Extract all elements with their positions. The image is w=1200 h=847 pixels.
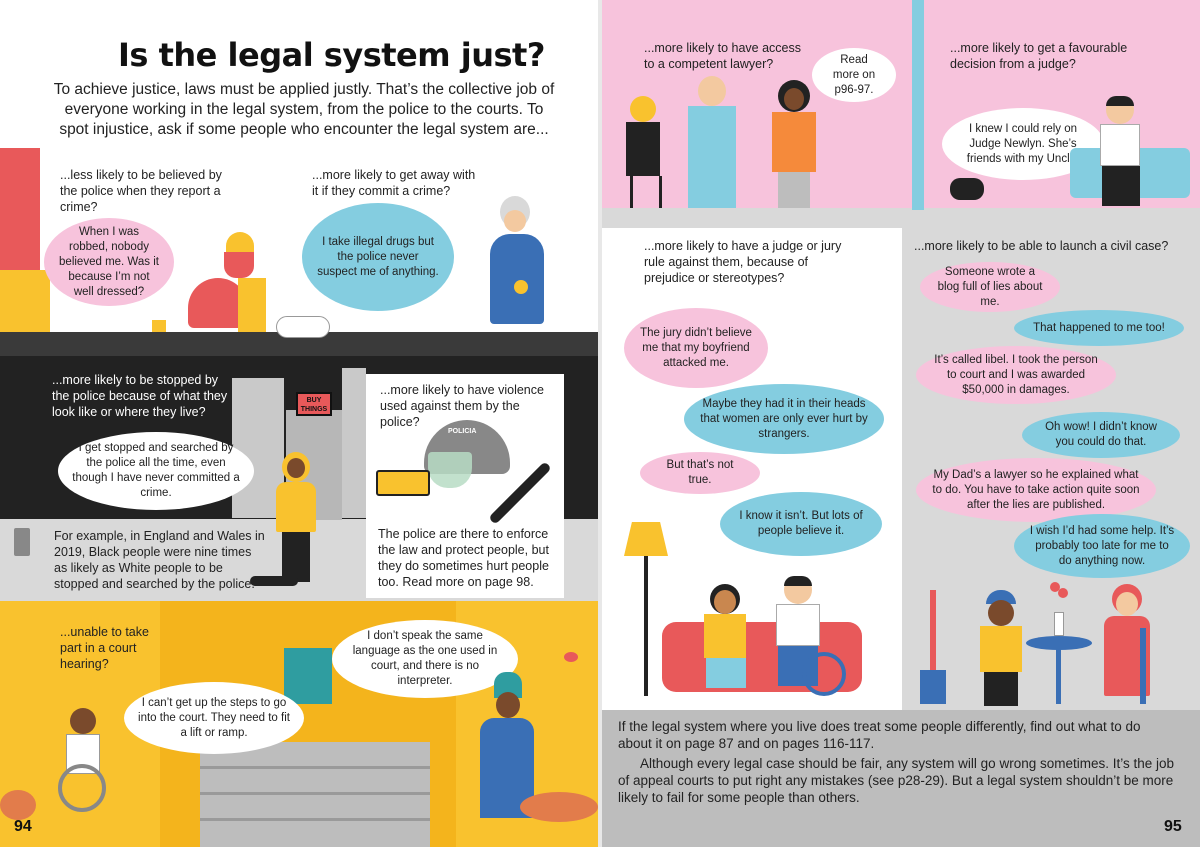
trash-can-icon (14, 528, 30, 556)
drainpipe (912, 0, 924, 210)
note-example: For example, in England and Wales in 201… (54, 529, 265, 591)
dog-figure (276, 316, 330, 338)
bird-icon (564, 652, 578, 662)
speech-bubble-robbed: When I was robbed, nobody believed me. W… (44, 218, 174, 306)
flower-vase-icon (1048, 582, 1070, 636)
steps (0, 270, 50, 334)
panel-divider (894, 228, 902, 710)
judge-figure (1096, 96, 1146, 206)
cafe-chair (1140, 628, 1146, 704)
old-lady-figure (486, 190, 548, 340)
taser-icon (376, 470, 430, 496)
speech-bubble-heads: Maybe they had it in their heads that wo… (684, 384, 884, 454)
man-with-cap-figure (974, 590, 1028, 706)
helmet-label: POLICIA (448, 428, 477, 435)
court-step-line-2 (200, 792, 430, 795)
caption-judge: ...more likely to get a favourable decis… (950, 41, 1128, 71)
speech-bubble-dad: My Dad’s a lawyer so he explained what t… (916, 458, 1156, 522)
page-number-95: 95 (1164, 818, 1182, 835)
caption-lawyer: ...more likely to have access to a compe… (644, 41, 802, 71)
page-95: ...more likely to have access to a compe… (602, 0, 1200, 847)
floor-lamp-icon (624, 522, 668, 702)
body-paragraph-2: Although every legal case should be fair… (618, 756, 1175, 805)
body-paragraph-1: If the legal system where you live does … (618, 719, 1141, 751)
speech-bubble-libel: It’s called libel. I took the person to … (916, 346, 1116, 404)
speech-bubble-not-true: But that’s not true. (640, 452, 760, 494)
bottom-text-panel (602, 710, 1200, 847)
speech-bubble-wow: Oh wow! I didn’t know you could do that. (1022, 412, 1180, 458)
caption-believed: ...less likely to be believed by the pol… (60, 168, 222, 214)
homeless-person-figure (188, 232, 268, 332)
caption-court: ...unable to take part in a court hearin… (60, 625, 149, 671)
potted-plant-icon (916, 590, 950, 708)
speech-bubble-wish: I wish I’d had some help. It’s probably … (1014, 514, 1190, 578)
caption-civil: ...more likely to be able to launch a ci… (914, 239, 1169, 253)
planter-left (0, 790, 36, 820)
cafe-table-leg (1056, 648, 1061, 704)
book-gutter (598, 0, 602, 847)
speech-bubble-language: I don’t speak the same language as the o… (332, 620, 518, 698)
teen-figure (272, 452, 320, 582)
speech-bubble-read-more: Read more on p96-97. (812, 48, 896, 102)
court-step-line-3 (200, 818, 430, 821)
page-title: Is the legal system just? (118, 36, 545, 74)
wheelchair-user-figure (58, 708, 128, 818)
speech-bubble-searched: I get stopped and searched by the police… (58, 432, 254, 510)
billboard-sign: BUY THINGS (296, 392, 332, 416)
planter-right (520, 792, 598, 822)
intro-text: To achieve justice, laws must be applied… (53, 81, 555, 138)
page-94: Is the legal system just? To achieve jus… (0, 0, 598, 847)
court-step-line-1 (200, 766, 430, 769)
lawyer-orange-figure (768, 80, 820, 208)
skateboard-icon (250, 576, 298, 586)
speech-bubble-steps: I can’t get up the steps to go into the … (124, 682, 304, 754)
building-3 (342, 368, 366, 518)
speech-bubble-happened: That happened to me too! (1014, 310, 1184, 346)
caption-prejudice: ...more likely to have a judge or jury r… (644, 239, 842, 285)
caption-get-away: ...more likely to get away with it if th… (312, 168, 476, 198)
speech-bubble-blog: Someone wrote a blog full of lies about … (920, 262, 1060, 312)
speech-bubble-know: I know it isn’t. But lots of people beli… (720, 492, 882, 556)
caption-violence: ...more likely to have violence used aga… (380, 383, 544, 429)
lawyer-woman-figure (622, 96, 666, 208)
top-floor-strip (602, 208, 1200, 228)
caption-stopped: ...more likely to be stopped by the poli… (52, 373, 228, 419)
cafe-table (1026, 636, 1092, 650)
page-number-94: 94 (14, 818, 32, 835)
billboard-text: BUY THINGS (300, 397, 328, 413)
note-police: The police are there to enforce the law … (378, 527, 549, 589)
speech-bubble-jury: The jury didn’t believe me that my boyfr… (624, 308, 768, 388)
court-door (284, 648, 332, 704)
visor-icon (428, 452, 472, 488)
wheelchair-icon (802, 652, 846, 696)
woman-red-dress-figure (1098, 584, 1156, 706)
building-1 (232, 378, 284, 518)
cat-icon (950, 178, 984, 200)
speech-bubble-drugs: I take illegal drugs but the police neve… (302, 203, 454, 311)
lawyer-man-figure (684, 76, 740, 208)
cup-icon (152, 320, 166, 332)
woman-on-sofa-figure (698, 584, 752, 694)
